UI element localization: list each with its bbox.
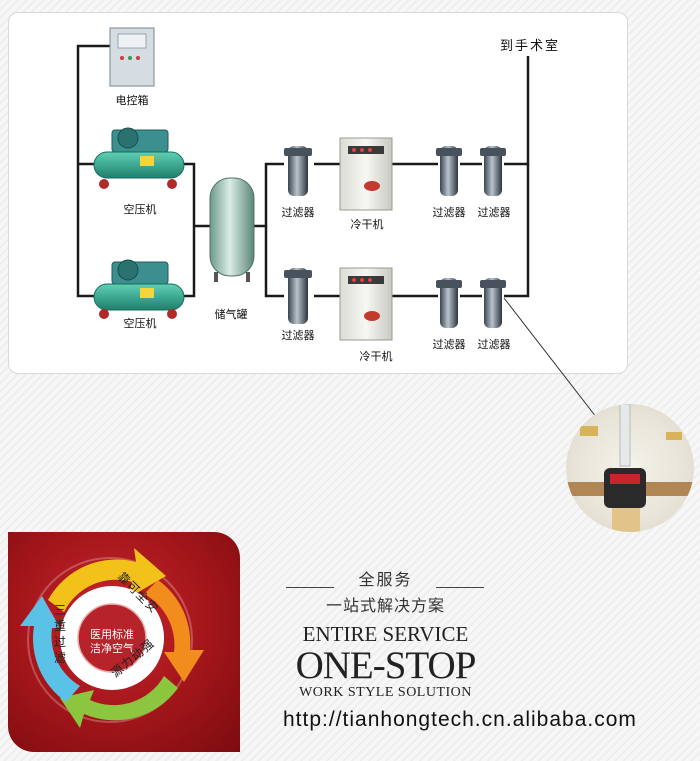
compressor-icon-2 <box>93 259 185 319</box>
arrow-green-icon <box>60 676 178 728</box>
slogan-cn-line2: 一站式解决方案 <box>325 596 445 615</box>
arrow-blue-icon <box>20 596 80 702</box>
arrow-yellow-icon <box>48 548 166 612</box>
filter-icons <box>284 146 506 328</box>
filter-label-b: 过滤器 <box>281 329 315 342</box>
filter-icon-b <box>284 268 312 324</box>
zoom-pointer-line <box>503 297 601 423</box>
website-url: http://tianhongtech.cn.alibaba.com <box>283 708 637 731</box>
badge-center-text: 医用标准 洁净空气 <box>84 628 140 656</box>
arrow-orange-icon <box>144 580 204 682</box>
dryer-icon-2 <box>339 267 393 341</box>
compressor-label-1: 空压机 <box>123 203 157 216</box>
compressor-label-2: 空压机 <box>123 317 157 330</box>
slogan-en-line1: ENTIRE SERVICE <box>302 622 469 646</box>
filter-zoom-image <box>566 404 694 532</box>
destination-label: 到手术室 <box>499 39 561 54</box>
feature-badge <box>8 532 240 752</box>
slogan-en-line3: WORK STYLE SOLUTION <box>299 685 472 700</box>
control-box-label: 电控箱 <box>115 94 149 107</box>
receiver-tank-icon <box>209 177 255 282</box>
compressor-icon-1 <box>93 127 185 189</box>
badge-ring-text-2: 靠可全安 <box>115 568 206 616</box>
filter-icon-a <box>284 146 312 196</box>
badge-ring-text-1: 三重过滤 <box>54 603 67 665</box>
slogan-block: 全服务 一站式解决方案 ENTIRE SERVICE ONE-STOP WORK… <box>283 566 488 701</box>
filter-label-d: 过滤器 <box>477 206 511 219</box>
filter-icon-f <box>480 278 506 328</box>
badge-center-line1: 医用标准 <box>90 628 134 641</box>
filter-icon-d <box>480 146 506 196</box>
filter-label-c: 过滤器 <box>432 206 466 219</box>
filter-label-a: 过滤器 <box>281 206 315 219</box>
filter-label-e: 过滤器 <box>432 338 466 351</box>
badge-center-line2: 洁净空气 <box>90 642 134 655</box>
dryer-label-1: 冷干机 <box>350 218 384 231</box>
filter-icon-e <box>436 278 462 328</box>
slogan-cn-line1: 全服务 <box>358 570 413 589</box>
slogan-rule-right <box>436 587 484 588</box>
filter-icon-c <box>436 146 462 196</box>
control-box-icon <box>109 27 155 87</box>
pipe-network <box>76 44 530 298</box>
filter-label-f: 过滤器 <box>477 338 511 351</box>
badge-ring-text-3: 源力动强 <box>108 636 198 681</box>
dryer-icon-1 <box>339 137 393 211</box>
receiver-tank-label: 储气罐 <box>214 308 248 321</box>
dryer-label-2: 冷干机 <box>359 350 393 363</box>
slogan-en-line2: ONE-STOP <box>295 644 477 687</box>
slogan-rule-left <box>286 587 334 588</box>
